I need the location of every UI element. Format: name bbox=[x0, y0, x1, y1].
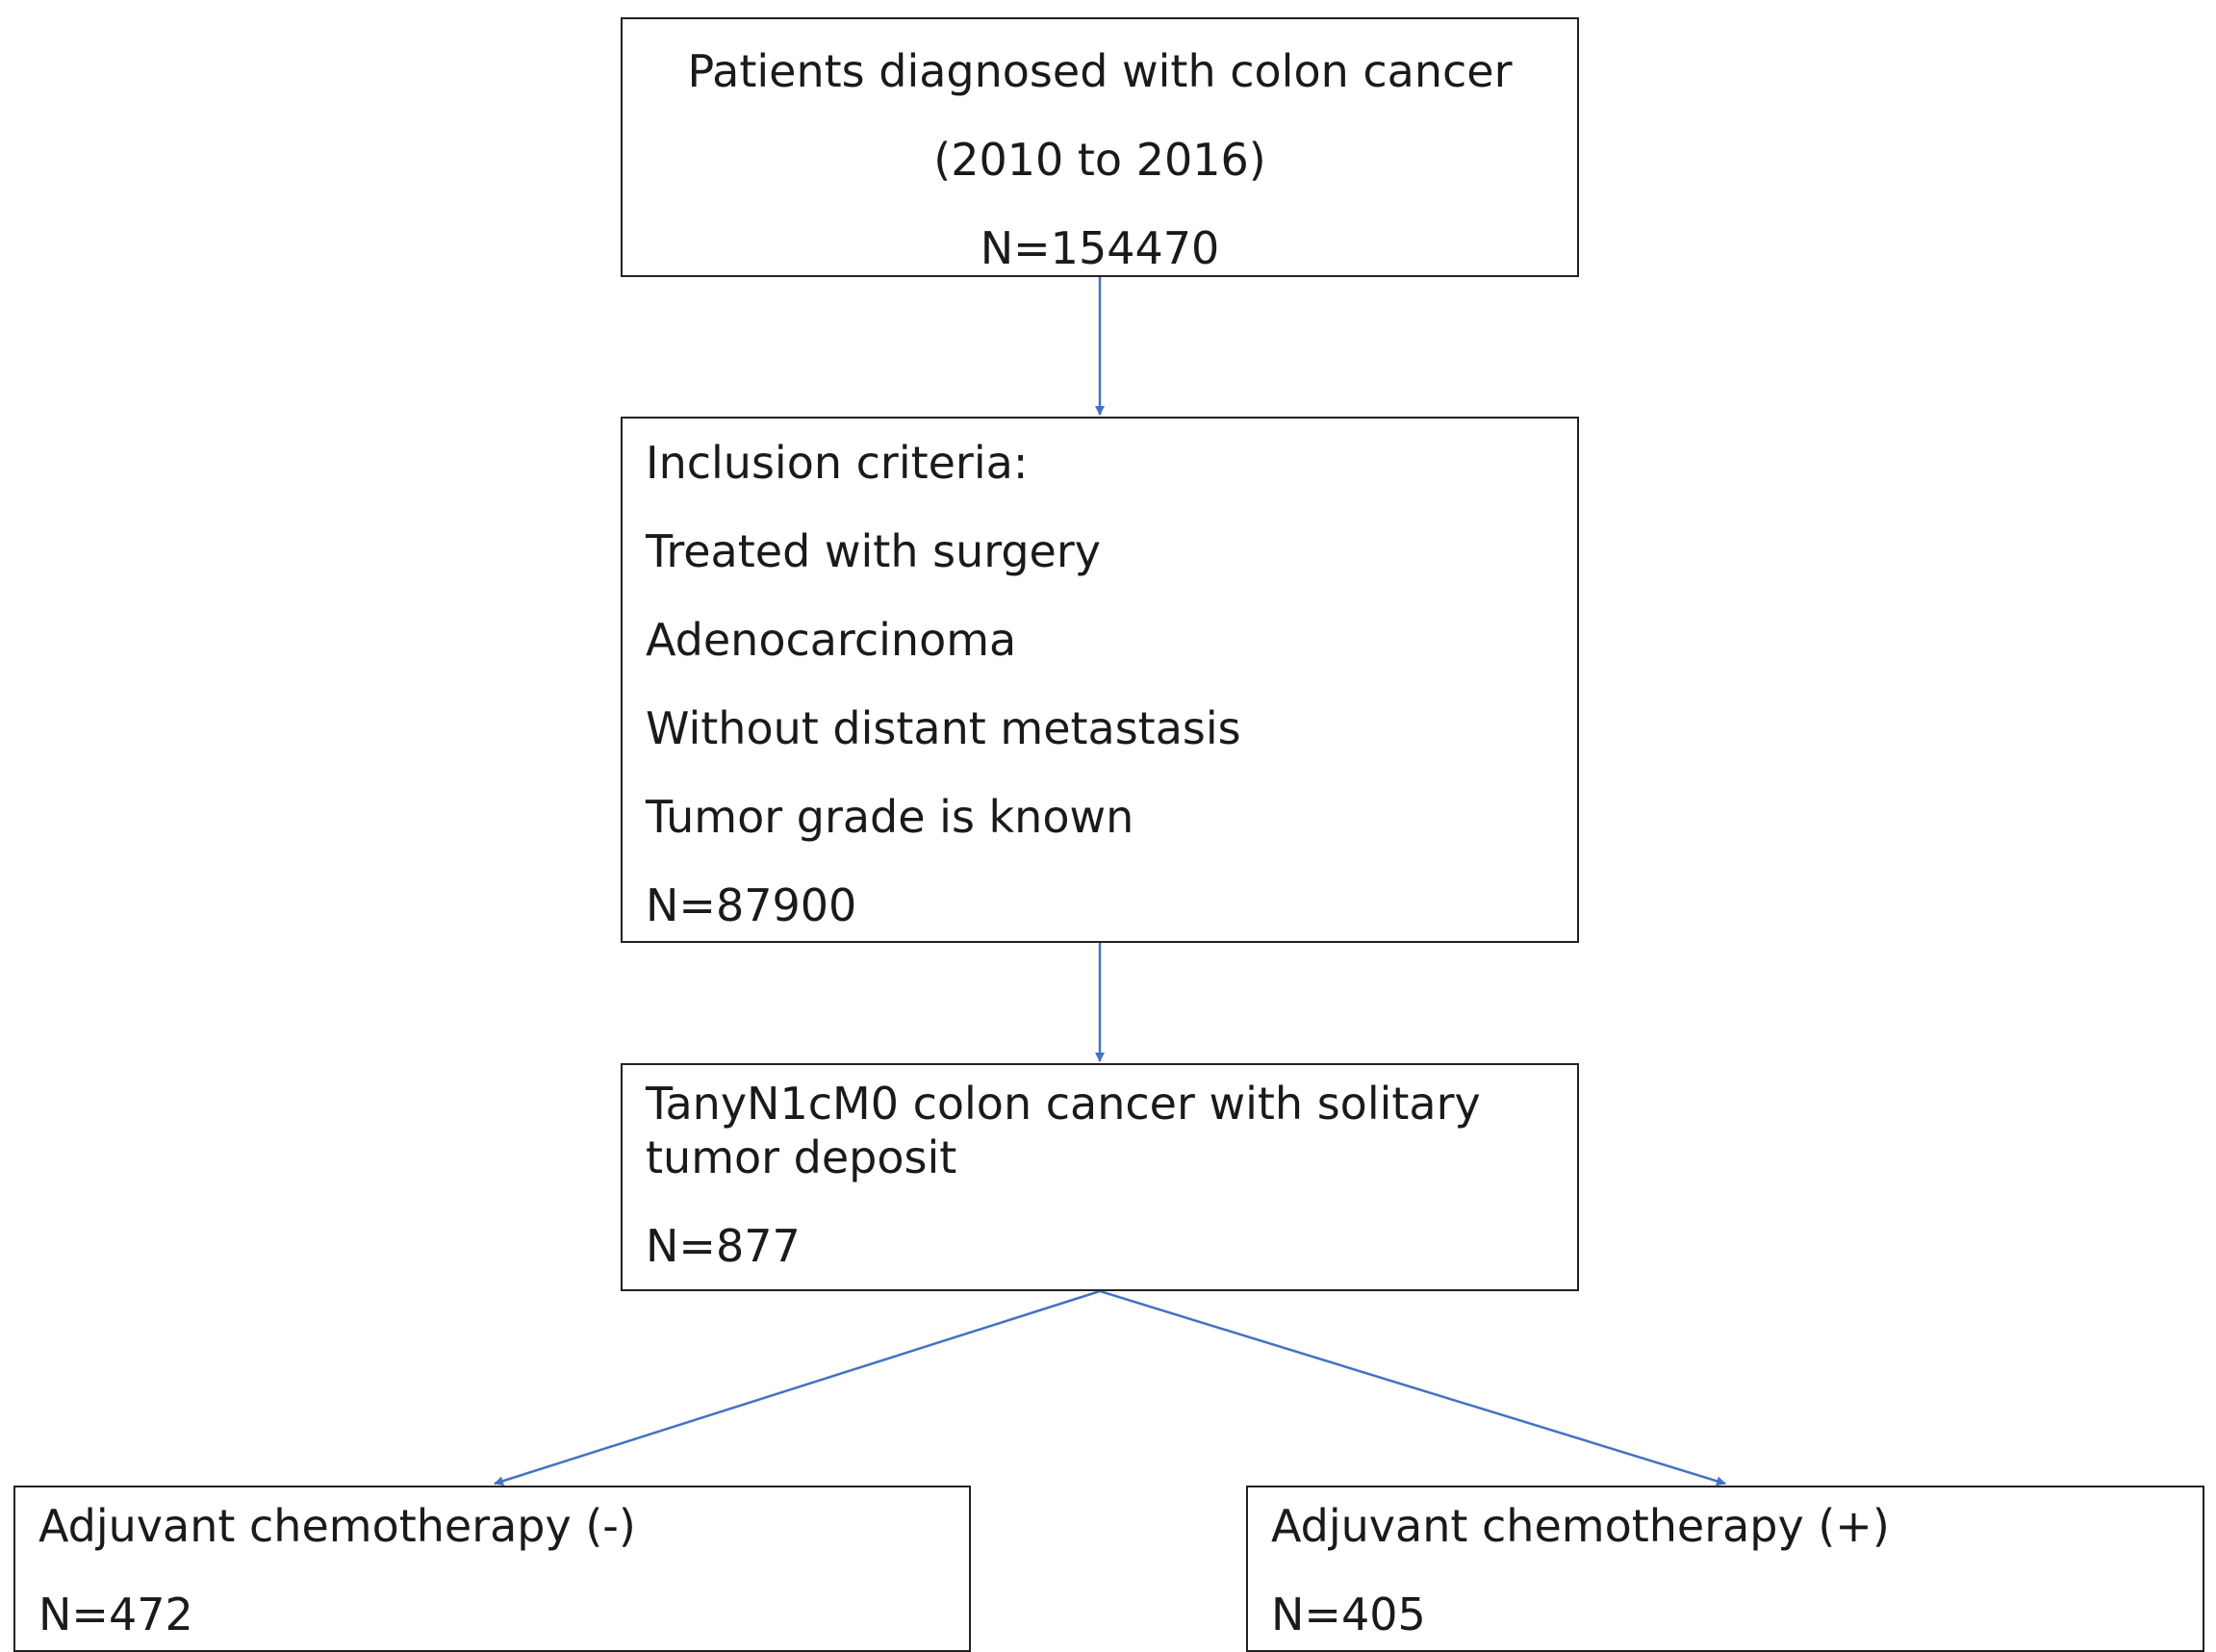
chemo-negative-box: Adjuvant chemotherapy (-) N=472 bbox=[13, 1486, 971, 1652]
arrow-tumor-deposit-to-chemo-positive bbox=[1099, 1289, 1726, 1487]
chemo-negative-label: Adjuvant chemotherapy (-) bbox=[38, 1500, 636, 1552]
inclusion-criterion-grade-known: Tumor grade is known bbox=[646, 791, 1134, 843]
tumor-deposit-box: TanyN1cM0 colon cancer with solitary tum… bbox=[621, 1063, 1579, 1291]
inclusion-count: N=87900 bbox=[646, 879, 857, 931]
inclusion-criterion-adenocarcinoma: Adenocarcinoma bbox=[646, 614, 1017, 666]
chemo-positive-label: Adjuvant chemotherapy (+) bbox=[1271, 1500, 1890, 1552]
chemo-negative-count: N=472 bbox=[38, 1588, 193, 1640]
inclusion-criterion-no-metastasis: Without distant metastasis bbox=[646, 702, 1241, 754]
initial-cohort-box: Patients diagnosed with colon cancer (20… bbox=[621, 17, 1579, 277]
inclusion-criteria-box: Inclusion criteria: Treated with surgery… bbox=[621, 417, 1579, 943]
chemo-positive-count: N=405 bbox=[1271, 1588, 1426, 1640]
initial-cohort-years: (2010 to 2016) bbox=[933, 134, 1266, 186]
tumor-deposit-count: N=877 bbox=[646, 1220, 801, 1272]
tumor-deposit-title-continued: tumor deposit bbox=[646, 1131, 957, 1183]
inclusion-criteria-heading: Inclusion criteria: bbox=[646, 437, 1029, 489]
initial-cohort-count: N=154470 bbox=[980, 222, 1220, 274]
tumor-deposit-title: TanyN1cM0 colon cancer with solitary bbox=[646, 1078, 1481, 1130]
initial-cohort-title: Patients diagnosed with colon cancer bbox=[687, 45, 1513, 97]
arrow-tumor-deposit-to-chemo-negative bbox=[494, 1289, 1101, 1487]
inclusion-criterion-surgery: Treated with surgery bbox=[646, 525, 1101, 577]
chemo-positive-box: Adjuvant chemotherapy (+) N=405 bbox=[1246, 1486, 2204, 1652]
